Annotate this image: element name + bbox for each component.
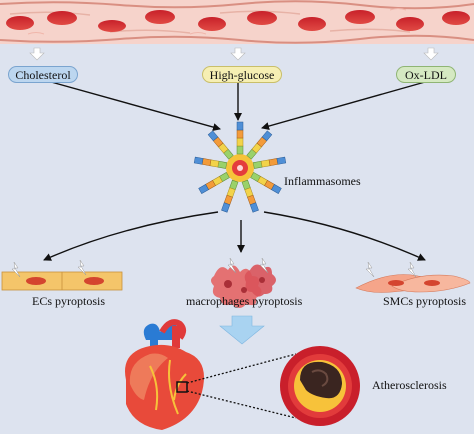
release-arrow-icon [29,47,45,61]
red-blood-cell [198,17,226,31]
input-arrows [43,79,426,131]
heart-zoom-box [176,381,188,393]
red-blood-cell [47,11,77,25]
smooth-muscle-cells [355,261,471,293]
background-panel [0,44,474,434]
zoom-line [186,390,297,419]
release-arrow-icon [423,47,439,61]
red-blood-cell [145,10,175,24]
outcome-arrows [43,211,426,261]
cholesterol-pill: Cholesterol [8,66,78,83]
blood-vessel-strip [0,0,474,44]
lightning-icon [11,261,21,278]
down-arrow-icon [219,315,265,345]
heart-illustration [125,319,204,430]
red-blood-cell [298,17,326,31]
lightning-icon [365,261,375,278]
inflammasomes-label: Inflammasomes [284,174,361,188]
ecs-pyroptosis-label: ECs pyroptosis [32,294,106,308]
artery-cross-section [280,346,360,426]
smcs-pyroptosis-label: SMCs pyroptosis [383,294,467,308]
lightning-icon [407,261,417,278]
vessel-release-arrows [29,47,439,61]
high-glucose-pill: High-glucose [202,66,282,83]
endothelial-cells [1,259,123,291]
macrophage-cells [211,257,276,308]
release-arrow-icon [230,47,246,61]
zoom-line [186,353,297,384]
red-blood-cell [345,10,375,24]
ox-ldl-pill: Ox-LDL [396,66,456,83]
red-blood-cell [247,11,277,25]
atherosclerosis-label: Atherosclerosis [372,378,447,392]
inflammasome-complex [193,121,287,213]
red-blood-cell [98,20,126,32]
red-blood-cell [6,16,34,30]
macrophages-pyroptosis-label: macrophages pyroptosis [186,294,303,308]
red-blood-cell [396,17,424,31]
red-blood-cell [442,11,470,25]
lightning-icon [77,259,87,276]
lightning-icon [259,257,269,274]
lightning-icon [227,257,237,274]
